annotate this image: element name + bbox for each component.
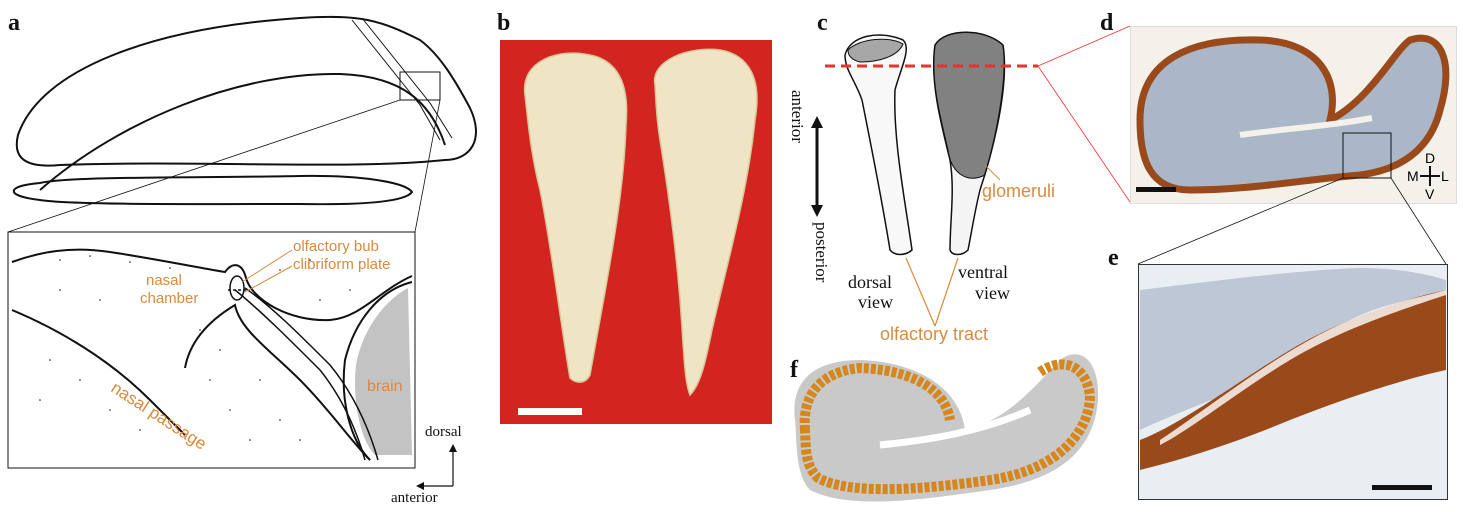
panel-f-map (0, 0, 1463, 512)
